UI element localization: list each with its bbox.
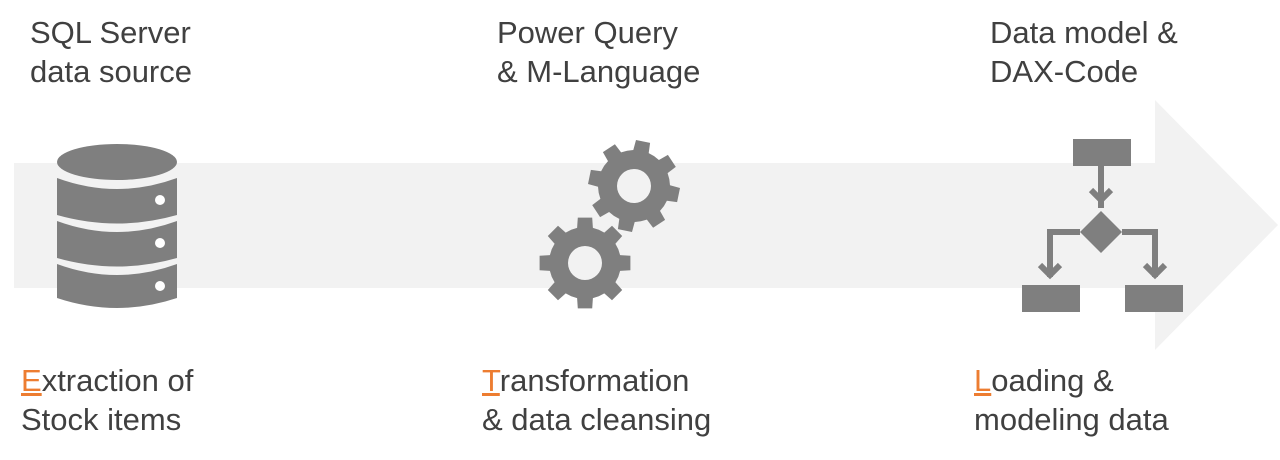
- gear-icon: [588, 140, 680, 232]
- stage-3-tool: Data model &DAX-Code: [990, 15, 1178, 89]
- stage-2-step: Transformation& data cleansing: [482, 363, 712, 437]
- flowchart-icon: [1022, 139, 1183, 312]
- stage-2-tool: Power Query& M-Language: [497, 15, 701, 89]
- stage-3-step: Loading &modeling data: [974, 363, 1169, 437]
- gear-icon: [539, 217, 631, 309]
- gears-icon: [539, 140, 680, 309]
- database-icon: [57, 144, 177, 308]
- process-arrow: [14, 100, 1278, 350]
